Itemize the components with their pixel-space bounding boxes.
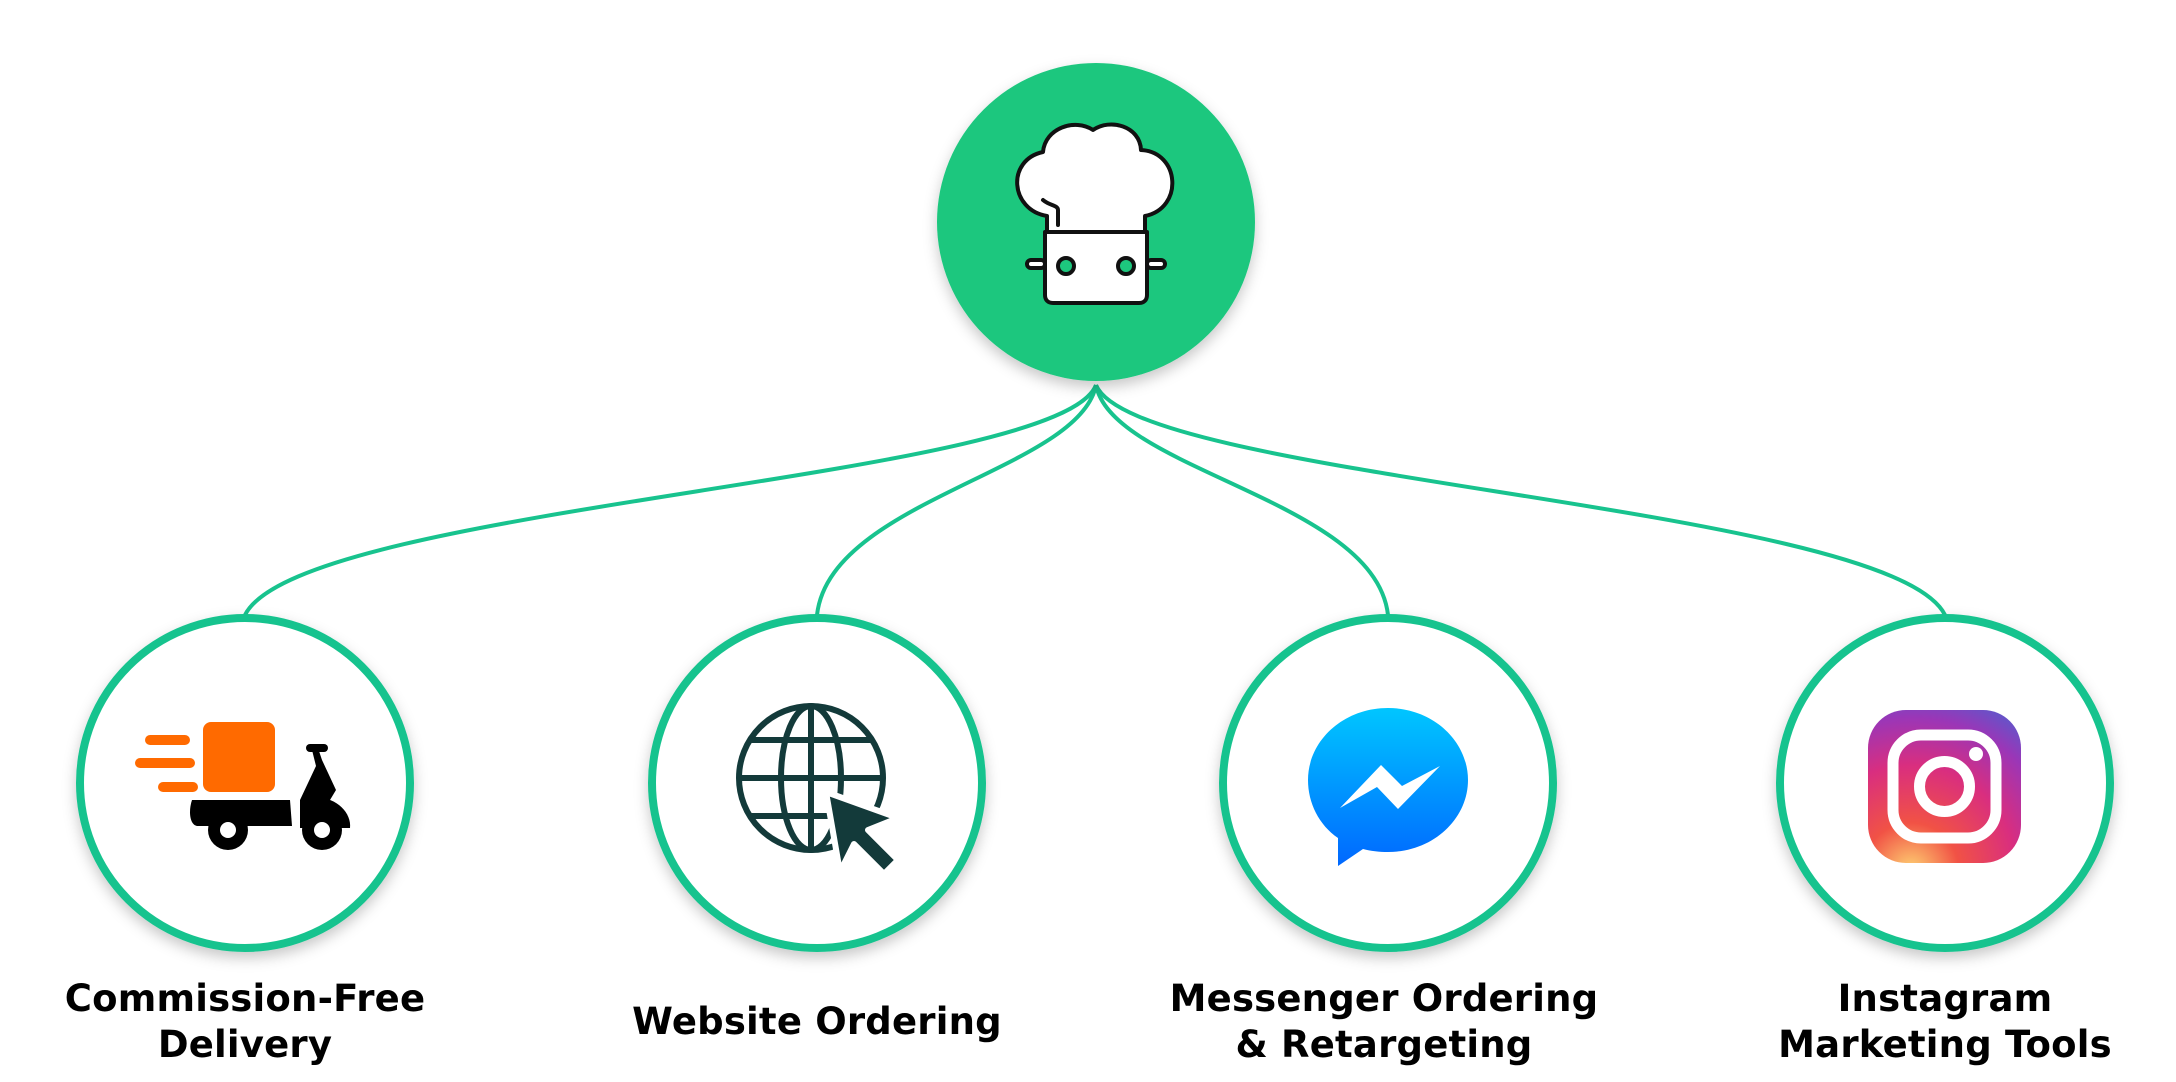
connector-website (815, 384, 1098, 616)
hub-node (937, 63, 1255, 381)
feature-node-messenger (1219, 614, 1557, 952)
globe-cursor-icon (736, 703, 901, 877)
delivery-scooter-icon (135, 722, 351, 850)
feature-label-messenger: Messenger Ordering & Retargeting (1169, 977, 1599, 1066)
feature-node-instagram (1776, 614, 2114, 952)
feature-label-delivery: Commission-Free Delivery (64, 977, 426, 1066)
chef-hat-icon (1015, 122, 1175, 305)
feature-node-delivery (76, 614, 414, 952)
feature-label-instagram: Instagram Marketing Tools (1778, 977, 2112, 1066)
connector-instagram (1094, 384, 1947, 616)
feature-label-website: Website Ordering (632, 1000, 1002, 1043)
feature-node-website (648, 614, 986, 952)
connectors (243, 384, 1947, 616)
connector-delivery (243, 384, 1098, 616)
messenger-icon (1308, 708, 1468, 866)
connector-messenger (1094, 384, 1390, 616)
instagram-icon (1868, 710, 2021, 863)
